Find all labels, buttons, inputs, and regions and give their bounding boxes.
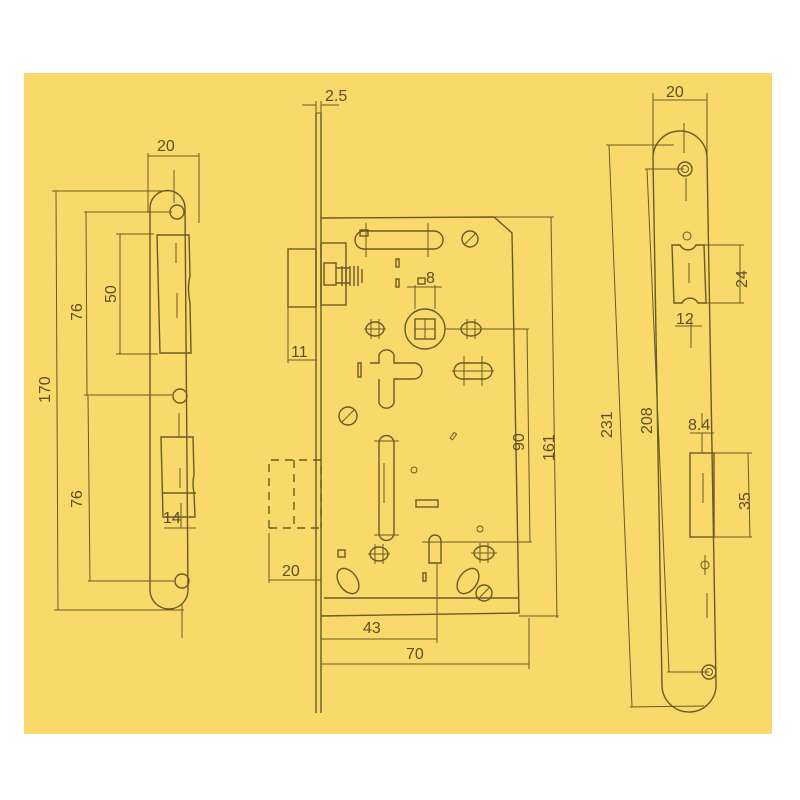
latch-spring-icon (323, 262, 363, 286)
latch-opening (156, 234, 192, 354)
faceplate: 24 12 8.4 35 20 231 208 (599, 84, 754, 713)
keyhole-icon (428, 534, 442, 564)
latch-height-label: 24 (734, 270, 751, 288)
bolt-width-label: 8.4 (688, 417, 710, 434)
keyhole-offset-label: 43 (363, 620, 381, 637)
body-height-label: 161 (541, 434, 558, 461)
screw-hole-bottom-icon (174, 573, 190, 589)
lower-hole-spacing-label: 76 (69, 490, 86, 508)
latch-width-label: 12 (676, 311, 694, 328)
screw-icon (338, 406, 358, 426)
screw-bosses (338, 319, 529, 426)
technical-drawing: 20 170 76 76 50 14 2.5 (37, 84, 754, 713)
screw-spacing-label: 208 (639, 407, 656, 434)
screw-hole-top-icon (169, 204, 185, 220)
bolt-height-label: 35 (737, 492, 754, 510)
strike-width-label: 20 (157, 138, 175, 155)
faceplate-thickness-label: 2.5 (325, 88, 347, 105)
screw-icon (461, 230, 479, 248)
bolt-window (689, 452, 715, 538)
backset-label: 70 (406, 646, 424, 663)
screw-hole-middle-icon (172, 388, 188, 404)
spindle-square-label: 8 (426, 270, 435, 287)
lock-body: 2.5 11 20 (268, 88, 559, 713)
bolt-opening (160, 436, 196, 518)
screw-icon (475, 584, 493, 602)
faceplate-length-label: 231 (599, 411, 616, 438)
bolt-opening-width-label: 14 (163, 510, 181, 527)
cylinder-slot (378, 434, 395, 542)
bolt-projection-label: 20 (282, 563, 300, 580)
latch-bolt (287, 248, 317, 308)
strike-height-label: 170 (37, 376, 54, 403)
upper-hole-spacing-label: 76 (69, 303, 86, 321)
strike-plate: 20 170 76 76 50 14 (37, 138, 200, 638)
deadbolt-extended (268, 459, 322, 529)
center-distance-label: 90 (511, 433, 528, 451)
latch-projection-label: 11 (291, 344, 308, 361)
drawing-sheet: 20 170 76 76 50 14 2.5 (24, 73, 772, 734)
lock-case (320, 216, 520, 617)
faceplate-width-label: 20 (666, 84, 684, 101)
latch-opening-height-label: 50 (103, 285, 120, 303)
